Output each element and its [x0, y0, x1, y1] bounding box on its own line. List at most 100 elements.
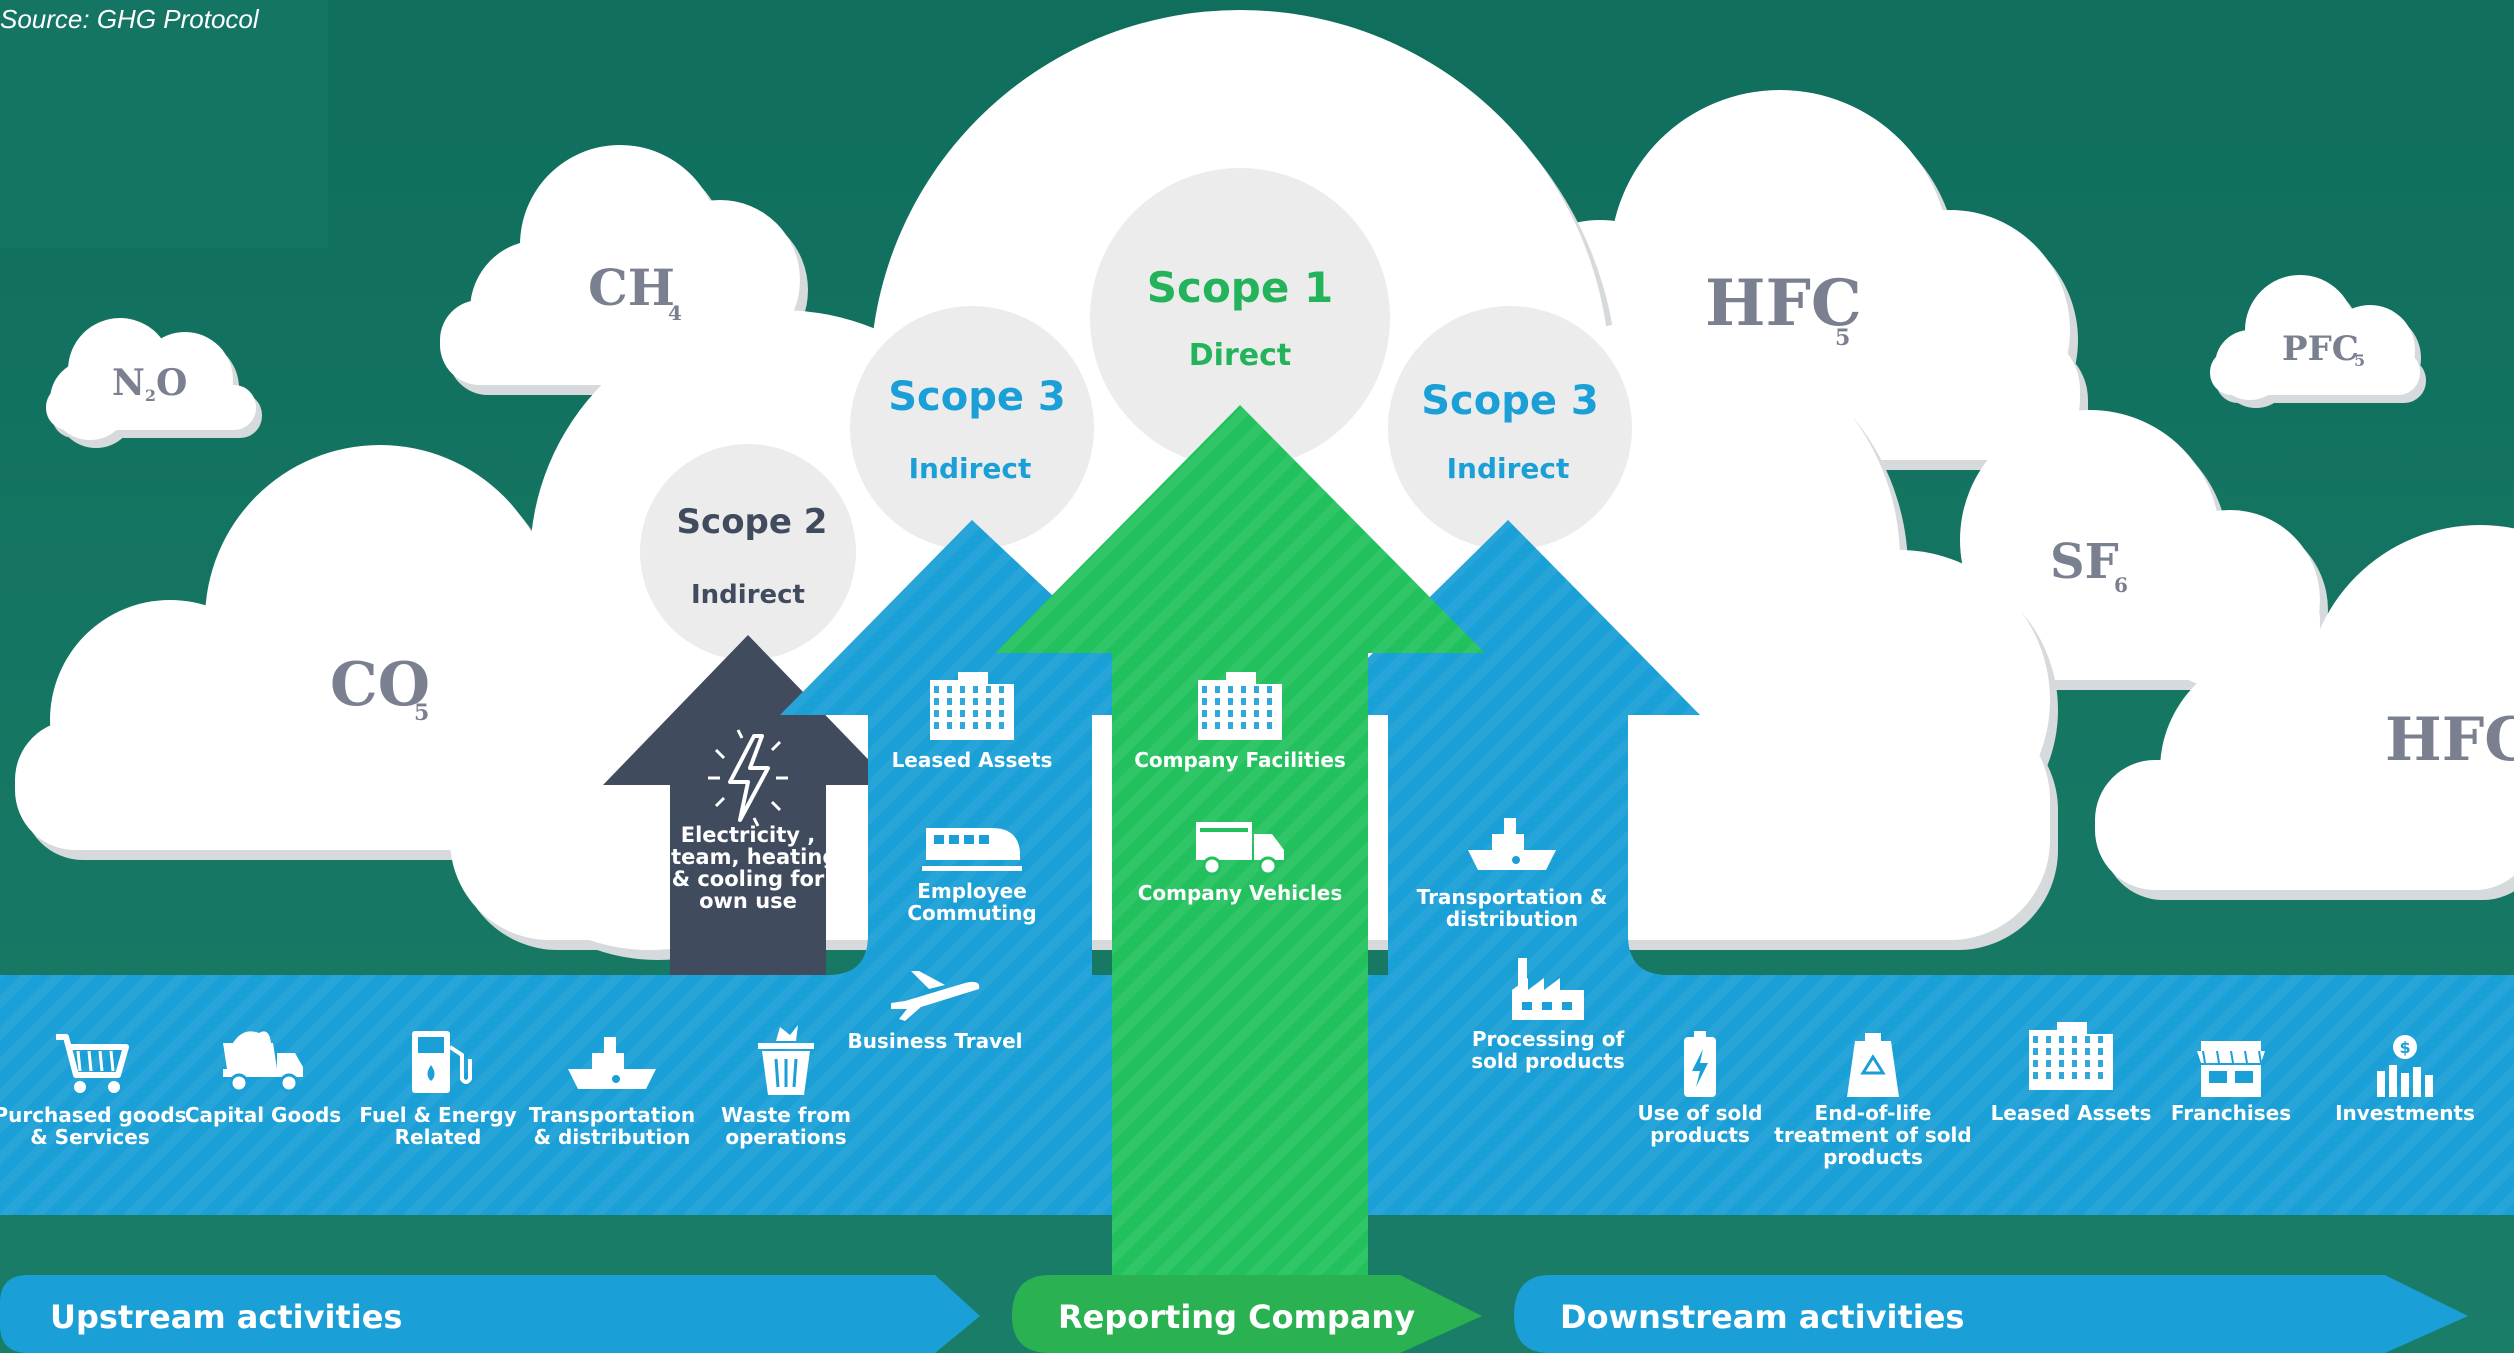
svg-text:Scope 2: Scope 2 [677, 502, 828, 542]
svg-text:Scope 3: Scope 3 [888, 374, 1066, 420]
svg-text:Direct: Direct [1189, 338, 1291, 373]
item-label: Leased Assets [892, 748, 1053, 772]
downstream-items-item: Leased Assets [1991, 1022, 2152, 1125]
svg-text:PFC: PFC [2282, 329, 2359, 369]
scope1-items-item: Company Facilities [1134, 672, 1346, 772]
svg-text:Reporting Company: Reporting Company [1058, 1298, 1415, 1336]
gas-pfc-label: PFC 5 [2282, 329, 2365, 370]
svg-text:HFC: HFC [1705, 266, 1862, 341]
item-label: Company Vehicles [1138, 881, 1343, 905]
item-label: End-of-life [1815, 1101, 1932, 1125]
truck-icon [1196, 822, 1284, 876]
cloud-pfc [2210, 275, 2426, 408]
scope2-item-item: Electricity ,steam, heating& cooling for… [659, 729, 838, 913]
item-label: & cooling for [672, 867, 825, 891]
upstream-items-item: Transportation& distribution [529, 1037, 695, 1149]
item-label: Related [395, 1125, 482, 1149]
item-label: products [1823, 1145, 1923, 1169]
ship-icon [1468, 818, 1556, 870]
ship-icon [568, 1037, 656, 1089]
items-layer: Electricity ,steam, heating& cooling for… [0, 672, 2475, 1169]
scope3-left-bubble: Scope 3 Indirect [850, 306, 1094, 550]
item-label: treatment of sold [1774, 1123, 1971, 1147]
svg-text:5: 5 [414, 700, 429, 726]
svg-text:Scope 1: Scope 1 [1147, 263, 1333, 312]
upstream-items-item: Purchased goods& Services [0, 1034, 187, 1149]
svg-text:Downstream activities: Downstream activities [1560, 1298, 1964, 1336]
svg-text:Indirect: Indirect [1447, 452, 1570, 485]
gas-n2o-label: N2O [112, 362, 187, 405]
item-label: sold products [1471, 1049, 1625, 1073]
cloud-hfc-right [2095, 525, 2514, 900]
item-label: Transportation [529, 1103, 695, 1127]
item-label: Commuting [907, 901, 1036, 925]
upstream-items-item: Capital Goods [185, 1031, 341, 1127]
svg-text:CO: CO [330, 650, 430, 720]
gas-ch4-label: CH 4 [588, 258, 682, 325]
item-label: Use of sold [1638, 1101, 1763, 1125]
item-label: Company Facilities [1134, 748, 1346, 772]
dump-truck-icon [223, 1031, 303, 1093]
airplane-icon [891, 971, 980, 1021]
item-label: distribution [1446, 907, 1578, 931]
item-label: steam, heating [659, 845, 838, 869]
scope3-left-items-item: Leased Assets [892, 672, 1053, 772]
svg-text:SF: SF [2050, 534, 2119, 590]
scope3-left-arrow [0, 520, 1180, 1215]
scope3-left-items-item: Business Travel [847, 971, 1023, 1053]
gas-co2-label: CO 5 [330, 650, 430, 726]
downstream-band: Downstream activities [1514, 1275, 2468, 1353]
item-label: & Services [30, 1125, 149, 1149]
item-label: Transportation & [1417, 885, 1608, 909]
recycle-icon [1847, 1033, 1899, 1097]
svg-text:Indirect: Indirect [691, 580, 805, 610]
item-label: Franchises [2171, 1101, 2291, 1125]
svg-text:CH: CH [588, 258, 675, 317]
train-icon [922, 828, 1022, 871]
battery-icon [1684, 1031, 1716, 1097]
building-icon [1198, 672, 1282, 740]
item-label: Leased Assets [1991, 1101, 2152, 1125]
item-label: & distribution [534, 1125, 691, 1149]
gas-hfc-top-label: HFC 5 [1705, 266, 1862, 351]
cart-icon [56, 1034, 129, 1093]
svg-text:Scope 3: Scope 3 [1421, 378, 1599, 424]
item-label: Fuel & Energy [359, 1103, 516, 1127]
scope3-right-items-item: Transportation &distribution [1417, 818, 1608, 931]
item-label: Waste from [721, 1103, 851, 1127]
building-icon [2029, 1022, 2113, 1090]
fuel-pump-icon [412, 1031, 472, 1093]
item-label: products [1650, 1123, 1750, 1147]
gas-sf6-label: SF 6 [2050, 534, 2128, 597]
svg-text:Indirect: Indirect [909, 452, 1032, 485]
scope1-bubble: Scope 1 Direct [1090, 168, 1390, 468]
trash-icon [758, 1025, 814, 1095]
source-panel [0, 0, 328, 248]
scope1-items-item: Company Vehicles [1138, 822, 1343, 905]
item-label: own use [699, 889, 797, 913]
downstream-items-item: Franchises [2171, 1041, 2291, 1125]
building-icon [930, 672, 1014, 740]
item-label: Employee [917, 879, 1027, 903]
reporting-band: Reporting Company [1012, 1275, 1482, 1353]
svg-text:$: $ [2399, 1038, 2410, 1057]
scope2-bubble: Scope 2 Indirect [640, 444, 856, 660]
svg-text:4: 4 [668, 301, 682, 325]
scope3-right-bubble: Scope 3 Indirect [1388, 306, 1632, 550]
upstream-band: Upstream activities [0, 1275, 980, 1353]
svg-text:HFC: HFC [2385, 705, 2514, 775]
item-label: operations [725, 1125, 846, 1149]
source-caption: Source: GHG Protocol [0, 4, 260, 34]
svg-text:Upstream activities: Upstream activities [50, 1298, 402, 1336]
item-label: Purchased goods [0, 1103, 187, 1127]
item-label: Investments [2335, 1101, 2475, 1125]
gas-hfc-right-label: HFC [2385, 705, 2514, 775]
